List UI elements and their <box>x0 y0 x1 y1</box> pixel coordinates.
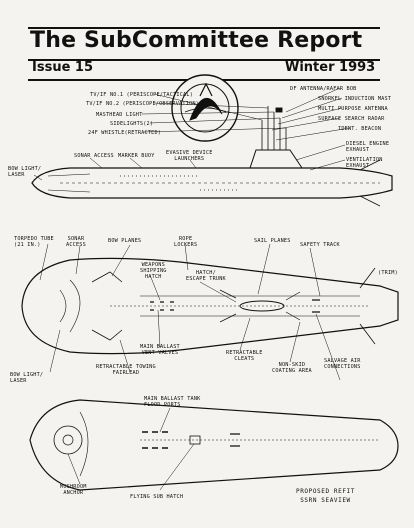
issue-number: Issue 15 <box>32 60 94 75</box>
label-ventilation-exhaust: VENTILATION EXHAUST <box>346 157 383 169</box>
issue-date: Winter 1993 <box>285 60 376 75</box>
label-main-ballast-vent: MAIN BALLAST VENT VALVES <box>140 344 180 356</box>
label-sidelights: SIDELIGHTS(2) <box>110 121 154 127</box>
plan-leaders <box>39 243 341 381</box>
label-tv-periscope-observation: TV/IF NO.2 (PERISCOPE/OBSERVATION) <box>86 101 199 107</box>
label-marker-buoy: MARKER BUOY <box>118 153 155 159</box>
title-rule <box>28 27 380 59</box>
label-ident-beacon: IDENT. BEACON <box>338 126 382 132</box>
label-df-antenna: DF ANTENNA/RAFAR BOB <box>290 86 357 92</box>
label-weapons-hatch: WEAPONS SHIPPING HATCH <box>140 262 167 280</box>
label-tv-periscope-tactical: TV/IF NO.1 (PERISCOPE/TACTICAL) <box>90 92 194 98</box>
label-multi-purpose-antenna: MULTI PURPOSE ANTENNA <box>318 106 388 112</box>
label-evasive-device: EVASIVE DEVICE LAUNCHERS <box>166 150 213 162</box>
label-main-ballast-flood: MAIN BALLAST TANK FLOOD PORTS <box>144 396 201 408</box>
label-bow-light-2: BOW LIGHT/ LASER <box>10 372 44 384</box>
label-bow-planes: BOW PLANES <box>108 238 142 244</box>
label-sonar-access-top: SONAR ACCESS <box>74 153 114 159</box>
label-sail-planes: SAIL PLANES <box>254 238 291 244</box>
label-snorkel: SNORKEL INDUCTION MAST <box>318 96 392 102</box>
label-trim: (TRIM) <box>378 270 398 276</box>
underside-view <box>29 399 399 491</box>
label-torpedo-tube: TORPEDO TUBE (21 IN.) <box>14 236 54 248</box>
plan-view <box>21 257 399 355</box>
label-masthead-light: MASTHEAD LIGHT <box>96 112 143 118</box>
label-rope-lockers: ROPE LOCKERS <box>174 236 198 248</box>
label-non-skid: NON-SKID COATING AREA <box>272 362 312 374</box>
label-bow-light-1: BOW LIGHT/ LASER <box>8 166 42 178</box>
underside-leaders <box>67 407 195 491</box>
label-towing-fairlead: RETRACTABLE TOWING FAIRLEAD <box>96 364 156 376</box>
label-hatch-escape: HATCH/ ESCAPE TRUNK <box>186 270 226 282</box>
newsletter-title: The SubCommittee Report <box>30 28 363 53</box>
label-flying-sub-hatch: FLYING SUB HATCH <box>130 494 184 500</box>
label-whistle: 24F WHISTLE(RETRACTED) <box>88 130 162 136</box>
drawing-caption: PROPOSED REFIT SSRN SEAVIEW <box>296 488 355 504</box>
label-retractable-cleats: RETRACTABLE CLEATS <box>226 350 263 362</box>
logo-seal <box>171 74 239 142</box>
issue-rule <box>28 59 380 81</box>
label-safety-track: SAFETY TRACK <box>300 242 340 248</box>
label-salvage-air: SALVAGE AIR CONNECTIONS <box>324 358 361 370</box>
label-mushroom-anchor: MUSHROOM ANCHOR <box>60 484 87 496</box>
label-sonar-access-mid: SONAR ACCESS <box>66 236 86 248</box>
side-profile <box>31 106 393 207</box>
side-leaders <box>33 87 351 181</box>
label-diesel-exhaust: DIESEL ENGINE EXHAUST <box>346 141 390 153</box>
label-surface-search-radar: SURFACE SEARCH RADAR <box>318 116 385 122</box>
